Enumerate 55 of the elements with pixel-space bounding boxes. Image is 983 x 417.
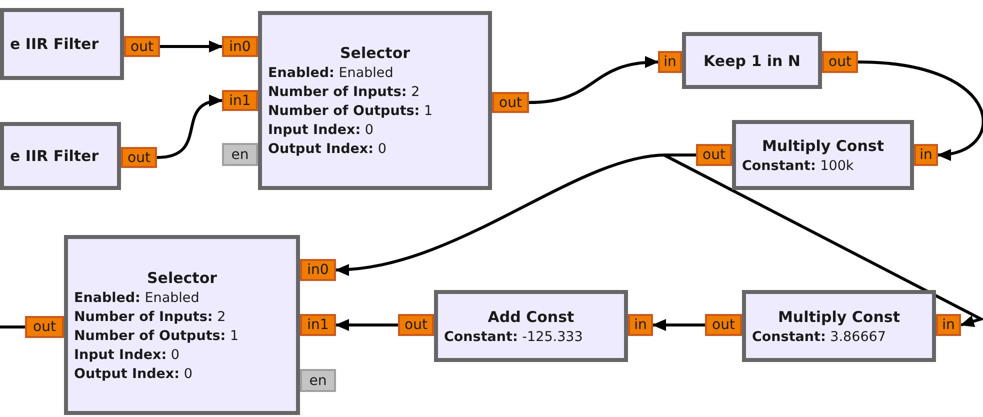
connector <box>335 319 398 331</box>
parameter-text: Enabled: Enabled <box>74 290 200 306</box>
port-tab: out <box>121 147 157 168</box>
port-tab: out <box>124 36 160 57</box>
port-tab: out <box>705 314 742 336</box>
enable-port: en <box>300 369 336 392</box>
block-title: Add Const <box>488 308 574 326</box>
block-box <box>434 290 628 362</box>
enable-port: en <box>222 143 258 166</box>
port-tab: in <box>936 314 961 336</box>
connector <box>156 96 223 159</box>
port-tab: out <box>492 92 529 113</box>
parameter-text: Output Index: 0 <box>268 141 386 157</box>
connector <box>0 326 25 328</box>
connector <box>858 60 983 160</box>
port-tab: in <box>914 144 938 166</box>
block-box <box>742 290 936 362</box>
parameter-text: Number of Outputs: 1 <box>74 328 239 344</box>
port-tab: in0 <box>222 36 258 57</box>
block-box <box>64 235 300 415</box>
parameter-text: Input Index: 0 <box>74 346 180 362</box>
block-box <box>258 11 492 190</box>
parameter-text: Constant: 3.86667 <box>752 328 886 344</box>
parameter-text: Constant: 100k <box>742 158 854 174</box>
connector <box>652 319 705 331</box>
block-title: Multiply Const <box>762 136 884 154</box>
block-box <box>732 120 914 190</box>
block-box <box>0 122 121 190</box>
parameter-text: Number of Inputs: 2 <box>74 308 226 324</box>
block-title: e IIR Filter <box>10 147 99 165</box>
block-title: Keep 1 in N <box>704 52 800 70</box>
block-title: Selector <box>146 268 218 286</box>
block-box <box>682 32 822 89</box>
port-tab: in <box>658 51 682 73</box>
port-tab: in <box>628 314 653 336</box>
port-tab: out <box>25 316 64 338</box>
block-box <box>0 8 124 80</box>
parameter-text: Output Index: 0 <box>74 366 192 382</box>
port-tab: in1 <box>222 90 258 111</box>
port-tab: in0 <box>300 259 336 281</box>
port-tab: out <box>822 51 858 73</box>
port-tab: in1 <box>300 314 336 336</box>
port-tab: out <box>398 314 434 336</box>
parameter-text: Input Index: 0 <box>268 122 374 138</box>
block-title: e IIR Filter <box>10 35 99 53</box>
block-title: Selector <box>340 44 410 62</box>
parameter-text: Number of Inputs: 2 <box>268 84 420 100</box>
block-title: Multiply Const <box>778 308 900 326</box>
port-tab: out <box>696 144 732 166</box>
connector <box>528 56 659 104</box>
connector <box>160 40 223 52</box>
parameter-text: Enabled: Enabled <box>268 65 394 81</box>
parameter-text: Constant: -125.333 <box>444 328 583 344</box>
parameter-text: Number of Outputs: 1 <box>268 103 433 119</box>
connector <box>662 154 983 327</box>
